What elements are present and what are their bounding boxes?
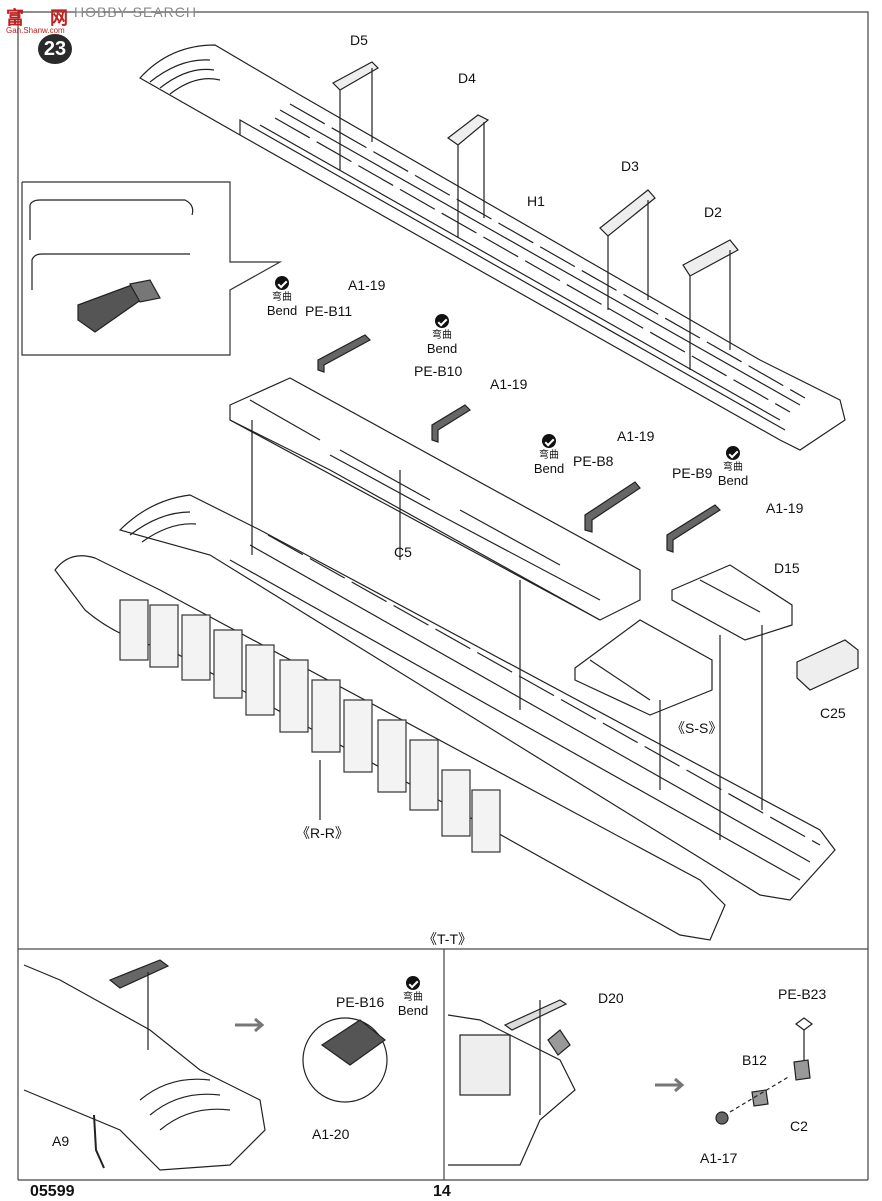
check-circle-icon [542,434,556,448]
bend-note-pe-b8: 弯曲 Bend [531,434,567,476]
page-number: 14 [433,1183,451,1200]
bend-note-pe-b10: 弯曲 Bend [424,314,460,356]
label-a1-19-2: A1-19 [490,376,528,392]
bend-en: Bend [397,1003,429,1018]
label-h1: H1 [527,193,545,209]
bend-note-pe-b9: 弯曲 Bend [715,446,751,488]
label-s-s: 《S-S》 [671,720,723,736]
check-circle-icon [406,976,420,990]
step-number: 23 [43,38,67,60]
bend-cn: 弯曲 [723,462,743,473]
bend-cn: 弯曲 [432,330,452,341]
label-pe-b8: PE-B8 [573,453,614,469]
check-circle-icon [435,314,449,328]
watermark: HOBBY SEARCH [74,4,197,20]
logo-glyph-1: 富 [6,8,24,28]
bend-cn: 弯曲 [272,292,292,303]
label-d3: D3 [621,158,639,174]
label-d5: D5 [350,32,368,48]
label-d15: D15 [774,560,800,576]
label-a1-17: A1-17 [700,1150,738,1166]
label-a1-19-3: A1-19 [617,428,655,444]
logo-glyph-2: 网 [50,8,68,28]
label-a1-19-1: A1-19 [348,277,386,293]
label-d4: D4 [458,70,476,86]
label-b12: B12 [742,1052,767,1068]
label-pe-b23: PE-B23 [778,986,827,1002]
bend-cn: 弯曲 [539,450,559,461]
logo: 富 网 Gan.Shanw.com [4,4,68,36]
label-c2: C2 [790,1118,808,1134]
label-d20: D20 [598,990,624,1006]
bend-note-pe-b11: 弯曲 Bend [264,276,300,318]
bend-note-pe-b16: 弯曲 Bend [395,976,431,1018]
label-a9: A9 [52,1133,70,1149]
label-t-t: 《T-T》 [423,931,472,947]
check-circle-icon [726,446,740,460]
label-r-r: 《R-R》 [296,825,349,841]
bend-en: Bend [717,473,749,488]
label-a1-20: A1-20 [312,1126,350,1142]
logo-url: Gan.Shanw.com [6,26,65,35]
label-c5: C5 [394,544,412,560]
label-d2: D2 [704,204,722,220]
label-pe-b16: PE-B16 [336,994,385,1010]
label-pe-b10: PE-B10 [414,363,463,379]
check-circle-icon [275,276,289,290]
step-number-badge: 23 [38,34,72,64]
catalog-code: 05599 [30,1183,75,1200]
label-pe-b11: PE-B11 [305,303,353,319]
label-pe-b9: PE-B9 [672,465,713,481]
label-a1-19-4: A1-19 [766,500,804,516]
label-c25: C25 [820,705,846,721]
bend-en: Bend [266,303,298,318]
bend-en: Bend [426,341,458,356]
bend-cn: 弯曲 [403,992,423,1003]
bend-en: Bend [533,461,565,476]
